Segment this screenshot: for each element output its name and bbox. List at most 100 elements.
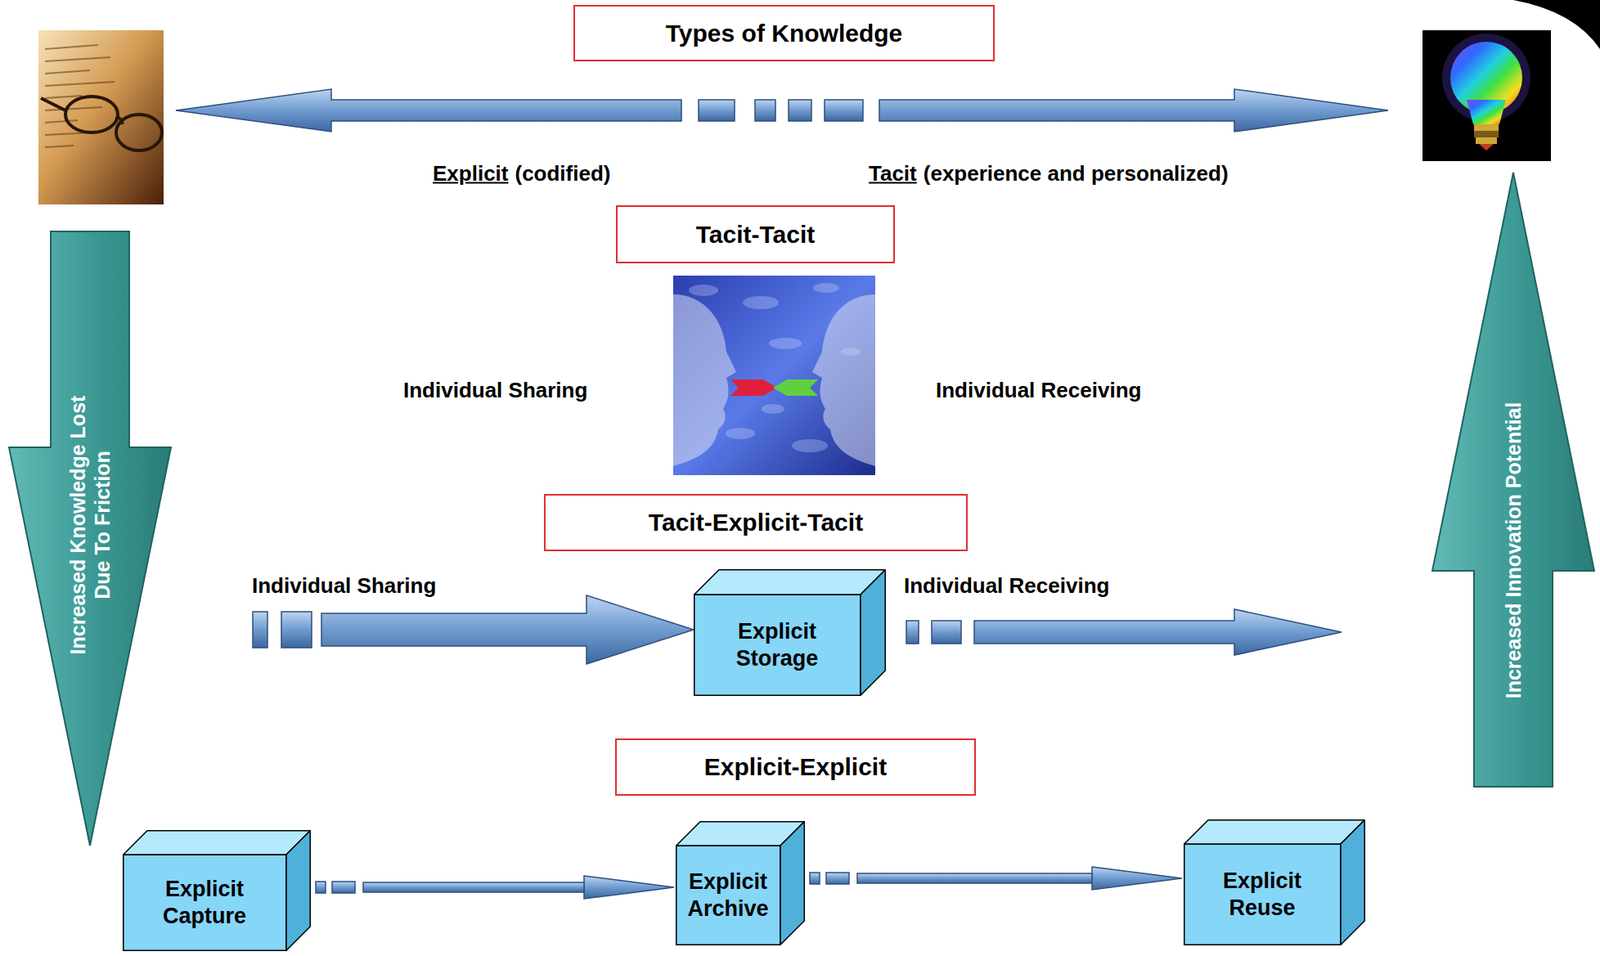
cube-text: Explicit Reuse — [1195, 867, 1330, 922]
face-left — [673, 294, 737, 467]
faces-picture — [673, 275, 876, 476]
arrow-text: Increased Knowledge Lost Due To Friction — [65, 386, 115, 665]
big-arrow-shape — [8, 230, 172, 847]
connector-shaft — [363, 882, 585, 893]
glasses-part — [65, 96, 118, 133]
green-arrow — [773, 379, 818, 396]
underlined-term: Tacit — [868, 161, 917, 186]
cloud-blobs-part — [742, 296, 779, 310]
text-label: (experience and personalized) — [923, 161, 1229, 186]
cube-face: Explicit Reuse — [1183, 844, 1341, 946]
print-lines-part — [44, 145, 74, 148]
red-arrow — [730, 379, 778, 396]
text-label: Individual Sharing — [251, 573, 436, 598]
title-box: Types of Knowledge — [573, 4, 995, 62]
connector-arrow — [315, 876, 675, 899]
sharing-arrow-part — [252, 611, 268, 648]
cube-top — [1184, 820, 1366, 845]
text-label: Individual Sharing — [403, 377, 588, 403]
double-arrow-part — [698, 99, 735, 122]
face-right — [812, 294, 876, 467]
cube-text: Explicit Capture — [134, 876, 275, 931]
receiving-arrow-part — [974, 609, 1342, 656]
arrow-head — [1092, 867, 1183, 890]
double-arrow-part — [879, 89, 1389, 132]
label-line: Individual Receiving — [903, 573, 1110, 599]
label-line: Individual Sharing — [251, 573, 436, 599]
sharing-arrow-part — [321, 595, 694, 665]
cloud-blobs-part — [688, 284, 719, 297]
book-page — [38, 30, 164, 205]
section-heading-box: Tacit-Tacit — [615, 205, 895, 264]
double-arrow-part — [175, 89, 682, 132]
faces-ground — [673, 275, 876, 476]
cube-box: Explicit Capture — [122, 830, 311, 952]
cube-face: Explicit Storage — [693, 594, 861, 697]
cube-box: Explicit Archive — [675, 821, 805, 946]
bulb-ground — [1422, 30, 1551, 162]
book-picture — [38, 30, 164, 205]
sharing-arrow — [252, 595, 694, 665]
friction-arrow: Increased Knowledge Lost Due To Friction — [8, 230, 172, 847]
cube-text: Explicit Archive — [687, 868, 769, 923]
glasses-part — [116, 114, 162, 151]
cube-front — [676, 845, 781, 945]
print-lines-part — [44, 107, 103, 111]
connector-dash — [315, 881, 326, 894]
text-label: Individual Receiving — [903, 573, 1110, 598]
section-heading-box: Explicit-Explicit — [615, 738, 976, 796]
cube-side — [860, 570, 886, 697]
glasses-part — [116, 117, 123, 125]
bulb-picture — [1422, 30, 1551, 162]
text-label: Individual Receiving — [935, 377, 1142, 403]
cloud-blobs-part — [768, 337, 802, 350]
bulb-base — [1474, 130, 1499, 138]
cloud-blobs-part — [761, 404, 785, 414]
connector-dash — [809, 872, 820, 885]
cube-top — [123, 831, 311, 855]
heading-text: Tacit-Tacit — [696, 220, 816, 250]
cloud-blobs-part — [791, 439, 828, 453]
diagram-title: Types of Knowledge — [665, 18, 903, 49]
print-lines-part — [44, 95, 82, 99]
receiving-arrow-part — [931, 620, 962, 644]
cube-text: Explicit Storage — [705, 618, 850, 673]
cube-front — [1184, 844, 1341, 945]
arrow-text: Increased Innovation Potential — [1501, 378, 1526, 723]
text-label: (codified) — [514, 161, 611, 186]
cloud-blobs-part — [725, 427, 756, 440]
print-lines-part — [44, 44, 99, 50]
bulb-base — [1474, 124, 1499, 131]
print-lines-part — [44, 70, 90, 74]
connector-dash — [826, 872, 850, 885]
cube-front — [123, 854, 287, 951]
glasses-part — [40, 98, 66, 111]
connector-arrow — [809, 867, 1183, 890]
label-line: Individual Receiving — [935, 377, 1142, 404]
section-heading-box: Tacit-Explicit-Tacit — [543, 494, 968, 552]
print-lines-part — [44, 120, 78, 123]
rotated-text-holder: Increased Knowledge Lost Due To Friction — [65, 386, 115, 665]
receiving-arrow — [906, 609, 1342, 656]
receiving-arrow-part — [906, 620, 919, 644]
innovation-arrow: Increased Innovation Potential — [1431, 171, 1596, 788]
cube-side — [780, 822, 805, 946]
cube-front — [694, 594, 861, 696]
cloud-blobs-part — [813, 283, 840, 293]
cube-side — [286, 831, 311, 952]
bulb-neck — [1466, 99, 1506, 125]
cube-box: Explicit Reuse — [1183, 819, 1366, 946]
label-line: Explicit(codified) — [432, 161, 611, 187]
connector-dash — [332, 881, 356, 894]
label-line: Individual Sharing — [403, 377, 588, 404]
bulb-base — [1475, 137, 1497, 144]
heading-text: Tacit-Explicit-Tacit — [648, 507, 863, 538]
cube-top — [694, 570, 886, 595]
print-lines-part — [44, 81, 115, 86]
double-arrow-part — [788, 99, 812, 122]
big-arrow-outline — [1432, 172, 1595, 787]
big-arrow-outline — [8, 231, 171, 846]
glasses — [40, 96, 162, 151]
